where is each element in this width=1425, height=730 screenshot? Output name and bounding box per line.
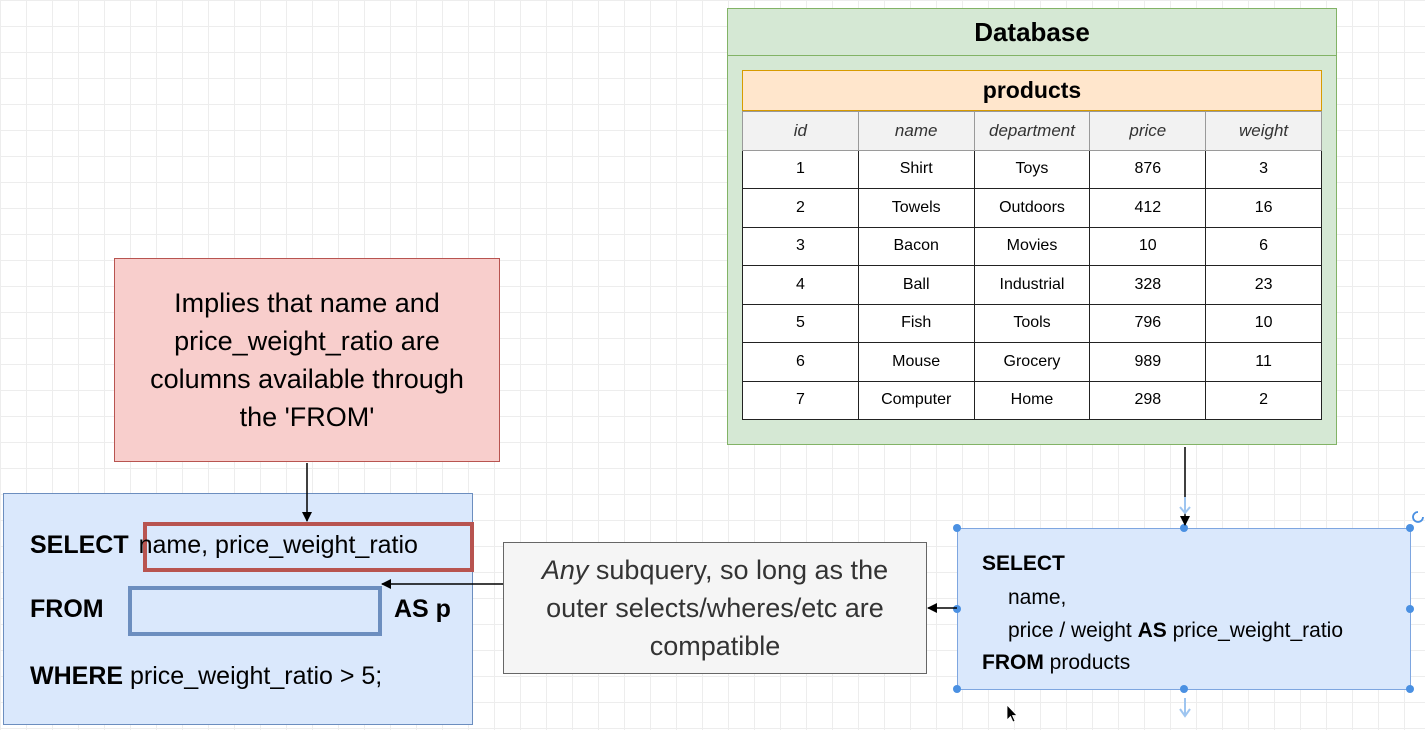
table-cell-weight: 6 — [1205, 226, 1322, 266]
table-cell-department: Movies — [973, 226, 1091, 266]
from-keyword: FROM — [30, 595, 104, 623]
table-cell-price: 412 — [1089, 188, 1207, 228]
from-columns-note[interactable]: Implies that name and price_weight_ratio… — [114, 258, 500, 462]
table-cell-id: 5 — [742, 303, 859, 343]
resize-handle-s[interactable] — [1180, 685, 1188, 693]
outer-query-box[interactable]: SELECT name, price_weight_ratio FROM AS p… — [3, 493, 474, 725]
table-cell-department: Tools — [973, 303, 1091, 343]
resize-handle-e[interactable] — [1406, 605, 1414, 613]
middle-note-text: Any subquery, so long as the outer selec… — [542, 551, 888, 665]
table-cell-weight: 23 — [1205, 265, 1322, 305]
subquery-col2-alias: price_weight_ratio — [1166, 619, 1344, 642]
connection-hint-top-icon[interactable] — [1179, 497, 1191, 515]
alias-keyword: AS p — [394, 595, 451, 623]
outer-from-line: FROM — [30, 595, 104, 624]
subquery-col1: name, — [1008, 586, 1067, 609]
where-keyword: WHERE — [30, 662, 124, 690]
outer-where-line: WHERE price_weight_ratio > 5; — [30, 662, 382, 691]
subquery-from-table: products — [1043, 651, 1131, 674]
table-cell-name: Ball — [857, 265, 975, 305]
table-cell-name: Towels — [857, 188, 975, 228]
note-line: price_weight_ratio are — [174, 326, 440, 356]
note-line: the 'FROM' — [239, 402, 375, 432]
table-cell-id: 4 — [742, 265, 859, 305]
select-keyword: SELECT — [30, 531, 129, 559]
table-cell-name: Bacon — [857, 226, 975, 266]
middle-note-italic: Any — [541, 555, 589, 585]
subquery-col2: price / weight AS price_weight_ratio — [1008, 619, 1343, 643]
table-cell-weight: 11 — [1205, 342, 1322, 382]
table-cell-name: Mouse — [857, 342, 975, 382]
column-header-department: department — [973, 111, 1091, 151]
where-expression: price_weight_ratio > 5; — [130, 662, 383, 690]
middle-note-line2: outer selects/wheres/etc are — [546, 593, 884, 623]
table-cell-id: 6 — [742, 342, 859, 382]
subquery-from-keyword: FROM — [982, 651, 1044, 674]
connection-hint-bottom-icon[interactable] — [1179, 698, 1191, 718]
column-header-id: id — [742, 111, 859, 151]
table-cell-name: Shirt — [857, 149, 975, 189]
products-table-title: products — [742, 70, 1322, 111]
table-cell-department: Industrial — [973, 265, 1091, 305]
table-cell-weight: 10 — [1205, 303, 1322, 343]
resize-handle-sw[interactable] — [953, 685, 961, 693]
table-cell-name: Fish — [857, 303, 975, 343]
table-cell-id: 1 — [742, 149, 859, 189]
table-cell-department: Toys — [973, 149, 1091, 189]
table-cell-department: Outdoors — [973, 188, 1091, 228]
database-divider — [728, 55, 1336, 56]
subquery-compatibility-note[interactable]: Any subquery, so long as the outer selec… — [503, 542, 927, 674]
table-cell-name: Computer — [857, 380, 975, 420]
resize-handle-se[interactable] — [1406, 685, 1414, 693]
table-cell-department: Home — [973, 380, 1091, 420]
column-header-name: name — [857, 111, 975, 151]
table-cell-weight: 3 — [1205, 149, 1322, 189]
table-cell-price: 298 — [1089, 380, 1207, 420]
table-cell-id: 2 — [742, 188, 859, 228]
subquery-from-line: FROM products — [982, 651, 1130, 675]
resize-handle-nw[interactable] — [953, 524, 961, 532]
subquery-box[interactable]: SELECT name, price / weight AS price_wei… — [953, 524, 1414, 693]
table-cell-id: 3 — [742, 226, 859, 266]
mouse-cursor-icon — [1006, 704, 1018, 723]
middle-note-line1: subquery, so long as the — [588, 555, 889, 585]
subquery-select-keyword: SELECT — [982, 552, 1065, 575]
table-cell-id: 7 — [742, 380, 859, 420]
middle-note-line: Any subquery, so long as the — [542, 551, 888, 589]
table-cell-price: 328 — [1089, 265, 1207, 305]
resize-handle-n[interactable] — [1180, 524, 1188, 532]
database-title: Database — [974, 17, 1090, 47]
middle-note-line3: compatible — [649, 631, 781, 661]
from-subquery-slot[interactable] — [128, 586, 382, 636]
outer-select-line: SELECT name, price_weight_ratio — [30, 531, 418, 560]
rotate-handle-icon[interactable] — [1412, 511, 1424, 523]
resize-handle-w[interactable] — [953, 605, 961, 613]
column-header-price: price — [1089, 111, 1207, 151]
note-line: Implies that name and — [174, 288, 440, 318]
table-cell-weight: 2 — [1205, 380, 1322, 420]
resize-handle-ne[interactable] — [1406, 524, 1414, 532]
column-header-weight: weight — [1205, 111, 1322, 151]
table-cell-price: 876 — [1089, 149, 1207, 189]
table-cell-price: 796 — [1089, 303, 1207, 343]
subquery-col2-expr: price / weight — [1008, 619, 1138, 642]
note-line: columns available through — [150, 364, 464, 394]
note-text: Implies that name and price_weight_ratio… — [150, 284, 464, 436]
select-columns-highlight[interactable] — [143, 522, 474, 572]
subquery-as-keyword: AS — [1137, 619, 1167, 642]
select-columns: name, price_weight_ratio — [138, 531, 418, 559]
